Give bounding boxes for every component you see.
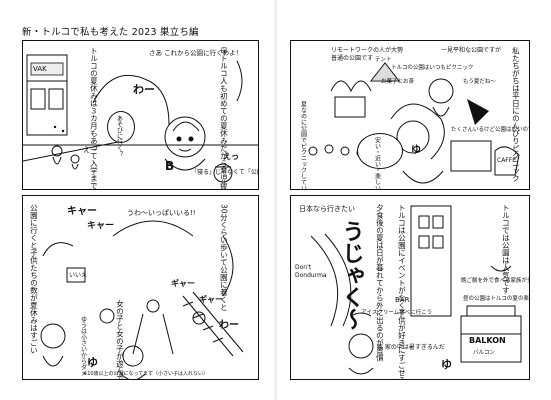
sign-dont: Don't — [295, 264, 312, 271]
caption-dinner-outside: 晩ご飯を外で食べる家族が多い — [461, 278, 529, 284]
caption-mother-tired: 母トルコ人も初めての夏休みだから育児疲れなのかも — [219, 47, 229, 190]
banner-want-to-go: 日本なら行きたい — [299, 205, 355, 213]
shop-sign: VAK — [33, 65, 47, 73]
sfx-gyaa-2: ギャー — [199, 295, 223, 304]
caption-summer-fun: 昼の公園はトルコの夏の楽しみ — [463, 296, 529, 302]
comic-panel-1: VAK トルコの夏休みは３カ月もあって入学までずっと何も予定がないので あそびに… — [22, 40, 259, 190]
caption-ice-cream: アイスクリーム食べに行こう — [361, 310, 433, 316]
note-peaceful-park: 一見平和な公園ですが — [441, 47, 502, 54]
caption-spacious: たくさんいるけど公園は広いのでのびのびできる — [451, 127, 529, 133]
panel-2-drawing — [40, 220, 244, 379]
caption-weekday-picnic: 私たちがちは平日にのんびりピクニック — [511, 47, 521, 182]
balkon-sign-subtitle: バルコン — [473, 350, 495, 356]
comic-panel-2: 公園に行くと子供たちの数が夏休みはすごい キャー キャー うわ〜いっぱいいる!!… — [22, 195, 259, 380]
sfx-kyaa-2: キャー — [87, 221, 115, 231]
balkon-sign: BALKON — [469, 336, 506, 345]
sfx-waa: わー — [133, 83, 155, 96]
note-park-not-sleep: 「寝る」じゃなくて「公園」!! — [191, 169, 258, 176]
panel-4-drawing — [310, 205, 522, 375]
speech-bubble — [107, 111, 135, 143]
sfx-b: B — [165, 159, 175, 173]
speech-go-to-park: さあ これから公園に行くわよ！ — [149, 49, 243, 57]
artist-signature: ゆ — [441, 358, 452, 371]
page-title: 新・トルコで私も考えた 2023 巣立ち編 — [22, 27, 199, 38]
bubble-too-small: ゆうは小さいからダメ — [79, 316, 87, 376]
note-normal-park: 普通の公園です — [331, 55, 374, 62]
sfx-gyaa-1: ギャー — [171, 279, 195, 288]
caption-summer-picnic: 夏なのに公園でピクニックしている人も多い — [299, 101, 307, 190]
sfx-kyaa-1: キャー — [67, 206, 97, 217]
note-picnic: トルコの公園はいつもピクニック — [391, 65, 474, 71]
caption-girls-playing: 女の子と女の子が遊んでいました — [115, 300, 125, 380]
bubble-text-lets-play: あそびに行く？ — [115, 115, 123, 157]
artist-signature: ゆ — [87, 356, 98, 369]
comic-panel-3: リモートワークの人が大勢 普通の公園です 一見平和な公園ですが 私たちがちは平日… — [290, 40, 530, 190]
caption-walk-30-min: 30分くらい歩いて公園に着くと — [219, 204, 229, 312]
bubble-text-eh: えー — [83, 146, 97, 154]
note-tent: テント — [375, 57, 392, 63]
sign-no: いいえ — [69, 272, 88, 279]
caption-hot-inside: 夜 家の中は暑すぎるんだ — [377, 344, 445, 351]
sfx-e: えっ — [223, 152, 239, 161]
cafe-cup-label: CAFFE — [497, 157, 516, 164]
bar-sign: BAR — [395, 296, 410, 304]
sign-dondurma: Dondurma — [295, 272, 327, 279]
shirt-letter: ゆ — [411, 145, 421, 156]
text-so-many: うわ〜いっぱいいる!! — [127, 209, 196, 217]
speech-bubble-cheap — [357, 133, 403, 169]
note-snacks: お菓子とお茶 — [381, 79, 415, 85]
caption-after-dinner: 夕食後の夏は日が暮れてから外に出るのが習慣 — [375, 204, 385, 362]
page-gutter — [274, 0, 277, 400]
note-summer: もう夏だね〜 — [463, 79, 496, 85]
speech-cheap-near-fun: 安い・近い・楽しい!! — [373, 137, 381, 190]
panel-1-drawing — [23, 54, 258, 183]
sfx-waa-2: わー — [219, 320, 239, 331]
caption-popular: トルコでは公園は人気です — [501, 204, 511, 294]
caption-summer-vacation: トルコの夏休みは３カ月もあって入学までずっと何も予定がないので — [89, 47, 99, 190]
big-sfx-ujaa: うじゃく〜 — [338, 220, 364, 330]
caption-kids-in-park: 公園に行くと子供たちの数が夏休みはすごい — [29, 204, 39, 354]
caption-no-events: トルコは公園にイベントがなく子供が好きにすごせる — [397, 204, 407, 380]
comic-panel-4: 日本なら行きたい うじゃく〜 Don't Dondurma 夕食後の夏は日が暮れ… — [290, 195, 530, 380]
footnote-age-limit: ※10歳以上の公園になってます（小さい子は入れない） — [83, 371, 209, 377]
note-remote-work: リモートワークの人が大勢 — [331, 47, 404, 54]
